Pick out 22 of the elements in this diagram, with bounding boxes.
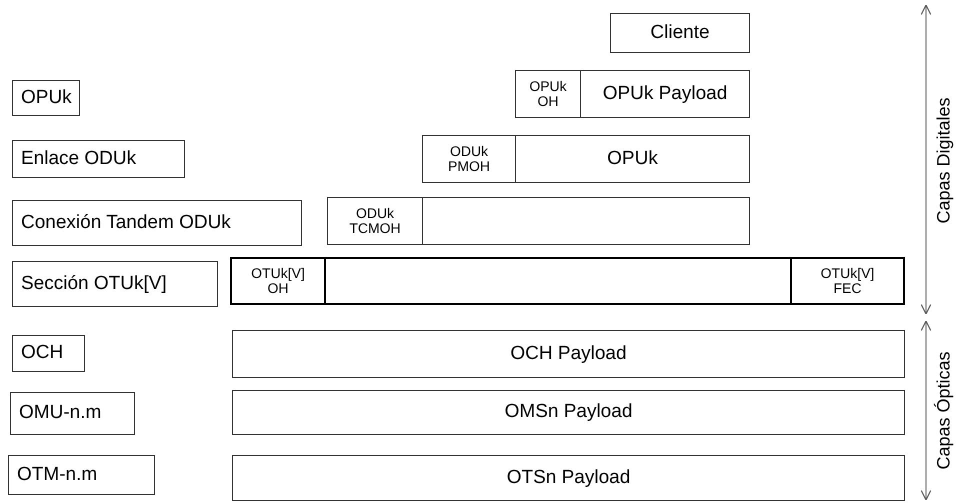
layer-name-box: Sección OTUk[V] [12, 261, 218, 307]
payload-box: OPUk Payload [580, 70, 750, 118]
overhead-box: OTUk[V] OH [230, 257, 326, 305]
layer-name-box: OMU-n.m [10, 392, 135, 435]
payload-box [422, 197, 750, 245]
payload-box: OCH Payload [232, 330, 905, 378]
fec-box: OTUk[V] FEC [790, 257, 905, 305]
layer-name-box: OCH [12, 335, 85, 372]
payload-box: OPUk [515, 135, 750, 183]
payload-box: OTSn Payload [232, 455, 905, 501]
layer-box: Cliente [610, 13, 750, 53]
overhead-box: ODUk TCMOH [327, 197, 423, 245]
layer-name-box: Conexión Tandem ODUk [12, 200, 302, 246]
payload-box [324, 257, 792, 305]
layer-name-box: OTM-n.m [8, 455, 155, 495]
layer-group-label: Capas Ópticas [934, 350, 955, 470]
layer-name-box: Enlace ODUk [12, 140, 185, 178]
layer-name-box: OPUk [12, 80, 80, 116]
layer-group-label: Capas Digitales [934, 96, 955, 224]
overhead-box: ODUk PMOH [422, 135, 516, 183]
overhead-box: OPUk OH [515, 70, 581, 118]
payload-box: OMSn Payload [232, 390, 905, 435]
